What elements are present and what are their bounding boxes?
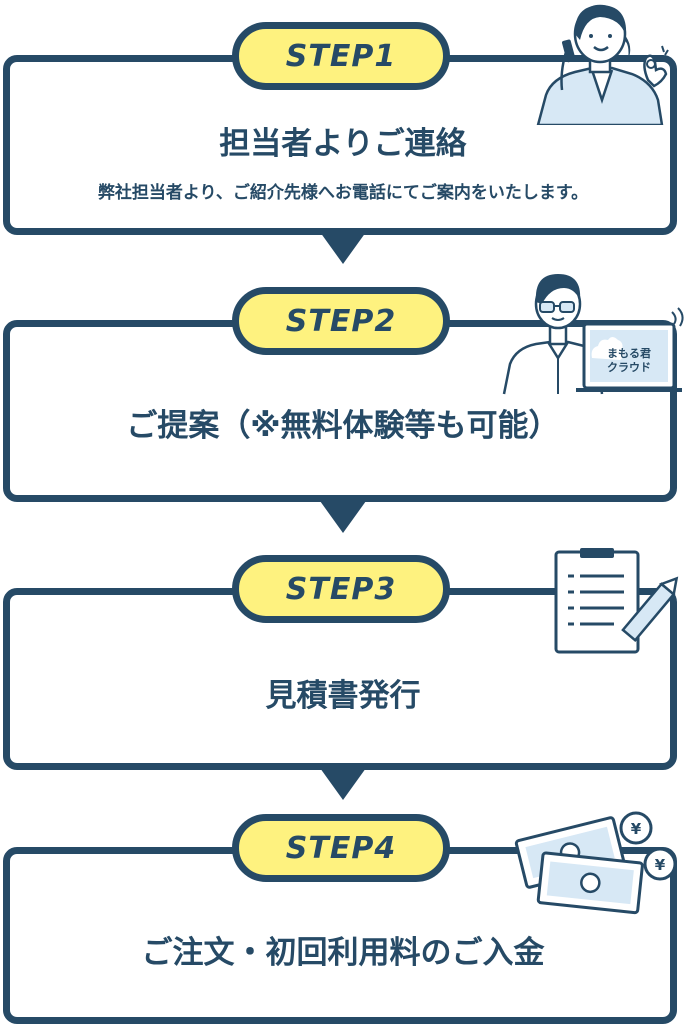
step3-arrow [320,768,366,800]
step1-badge: STEP1 [232,22,450,90]
step1-title: 担当者よりご連絡 [219,126,467,162]
step1-label: STEP1 [285,38,397,74]
step1-arrow [320,232,366,264]
clipboard-icon [554,548,679,654]
step2-title: ご提案（※無料体験等も可能） [126,408,560,444]
step3-title: 見積書発行 [265,678,421,714]
step3-label: STEP3 [285,571,397,607]
laptop-text-line1: まもる君 [607,347,651,360]
laptop-text-line2: クラウド [607,361,651,374]
step4-title: ご注文・初回利用料のご入金 [141,935,545,971]
step2-arrow [320,501,366,533]
step4-badge: STEP4 [232,814,450,882]
step4-label: STEP4 [285,830,397,866]
step2-badge: STEP2 [232,287,450,355]
step1-subtitle: 弊社担当者より、ご紹介先様へお電話にてご案内をいたします。 [97,183,589,203]
money-icon: ¥ ¥ [514,811,677,915]
step2-label: STEP2 [285,303,397,339]
svg-text:¥: ¥ [655,856,666,874]
step3-badge: STEP3 [232,555,450,623]
person-phone-icon [536,4,671,125]
svg-text:¥: ¥ [631,820,642,838]
man-laptop-icon: まもる君 クラウド [502,274,684,395]
